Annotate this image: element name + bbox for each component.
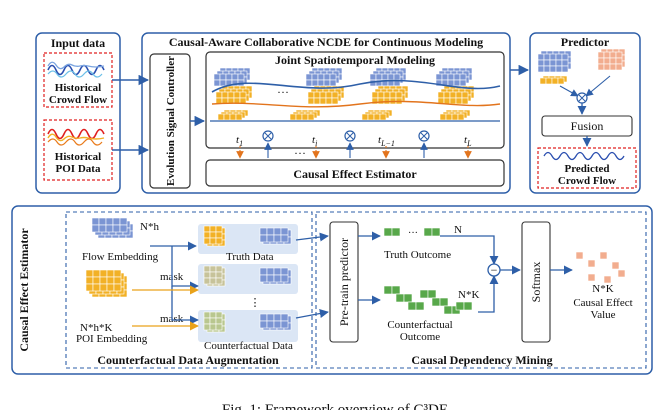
- effect-value-cell-5: [587, 273, 596, 282]
- pretrain-box: [329, 221, 359, 343]
- estimator-side-title: Causal Effect Estimator: [17, 228, 31, 352]
- cf-data-poi-1: [203, 265, 226, 287]
- poi-embedding-label: POI Embedding: [76, 333, 148, 345]
- effect-value-cell-2: [587, 259, 596, 268]
- vdots-label: ⋮: [250, 297, 261, 309]
- predicted-flow-box: [537, 147, 637, 189]
- nk-label: N*K: [458, 289, 479, 301]
- flow-embedding-block: [91, 217, 134, 239]
- cf-outcome-cell-7: [455, 301, 473, 311]
- truth-data-flow: [259, 227, 292, 245]
- flow-label-2: Crowd Flow: [49, 94, 107, 106]
- minus-sign: −: [491, 263, 498, 277]
- softmax-label: Softmax: [529, 262, 543, 303]
- spatial-curve: [211, 79, 501, 93]
- value-label-2: Value: [590, 309, 615, 321]
- cf-data-flow-1: [259, 267, 292, 285]
- predictor-weight-block: [597, 48, 626, 71]
- time-label-1: t1: [236, 134, 243, 148]
- nh-label: N*h: [140, 221, 159, 233]
- value-nk-label: N*K: [592, 283, 613, 295]
- fusion-label: Fusion: [571, 119, 604, 133]
- cf-outcome-cell-4: [419, 289, 437, 299]
- estimator-label: Causal Effect Estimator: [293, 167, 417, 181]
- predicted-label-1: Predicted: [564, 163, 609, 175]
- temporal-block-4: [437, 85, 475, 105]
- truth-data-poi: [203, 225, 226, 247]
- time-label-2: ti: [312, 134, 317, 148]
- effect-value-cell-7: [617, 269, 626, 278]
- n-label: N: [454, 224, 462, 236]
- predicted-label-2: Crowd Flow: [558, 175, 616, 187]
- estimator-detail-panel: Causal Effect Estimator N*h Flow Embeddi…: [11, 205, 653, 375]
- softmax-box: [521, 221, 551, 343]
- figure-caption: Fig. 1: Framework overview of C³DE: [222, 402, 448, 410]
- cf-data-flow-2: [259, 313, 292, 331]
- joint-modeling-box: [205, 51, 505, 149]
- effect-value-cell-4: [611, 261, 620, 270]
- poi-embedding-block: [85, 269, 128, 298]
- state-block-2: [289, 109, 321, 121]
- temporal-block-2: [307, 85, 345, 105]
- predictor-panel: Predictor Fusion Predicted Crowd Flow: [529, 32, 641, 194]
- estimator-box: [205, 159, 505, 187]
- ellipsis-mid: ···: [294, 146, 306, 160]
- input-data-title: Input data: [51, 36, 105, 50]
- ncde-panel: Causal-Aware Collaborative NCDE for Cont…: [141, 32, 511, 194]
- joint-modeling-title: Joint Spatiotemporal Modeling: [275, 53, 435, 67]
- augmentation-title: Counterfactual Data Augmentation: [97, 353, 279, 367]
- controller-label: Evolution Signal Controller: [165, 56, 177, 186]
- flow-label-1: Historical: [55, 82, 101, 94]
- cf-outcome-cell-5: [431, 297, 449, 307]
- state-block-3: [361, 109, 393, 121]
- mining-region: [315, 211, 647, 369]
- cf-outcome-cell-2: [395, 293, 413, 303]
- spatial-block-4: [435, 67, 473, 87]
- predictor-flow-block: [537, 50, 572, 73]
- truth-outcome-block-b: [423, 227, 441, 237]
- temporal-block-1: [215, 85, 253, 105]
- truth-data-label: Truth Data: [226, 251, 274, 263]
- historical-crowd-flow-box: Historical Crowd Flow: [43, 52, 113, 108]
- poi-label-2: POI Data: [56, 163, 101, 175]
- effect-value-cell-6: [603, 275, 612, 284]
- cf-data-poi-2: [203, 311, 226, 333]
- input-data-panel: Input data Historical Crowd Flow Histori…: [35, 32, 121, 194]
- svg-text:···: ···: [408, 228, 418, 239]
- spatial-block-2: [305, 67, 343, 87]
- flow-embedding-label: Flow Embedding: [82, 251, 159, 263]
- counterfactual-outcome-1: Counterfactual: [387, 319, 452, 331]
- cf-outcome-cell-3: [407, 301, 425, 311]
- predictor-poi-block: [539, 75, 568, 85]
- historical-poi-box: Historical POI Data: [43, 119, 113, 181]
- augmentation-region: [65, 211, 313, 369]
- ncde-title: Causal-Aware Collaborative NCDE for Cont…: [169, 35, 483, 49]
- truth-outcome-label: Truth Outcome: [384, 249, 451, 261]
- counterfactual-data-label: Counterfactual Data: [204, 340, 293, 352]
- predictor-title: Predictor: [561, 35, 610, 49]
- time-label-3: tL−1: [378, 134, 395, 148]
- pretrain-label: Pre-train predictor: [337, 238, 351, 326]
- state-block-4: [439, 109, 471, 121]
- mining-title: Causal Dependency Mining: [411, 353, 552, 367]
- truth-outcome-block-a: [383, 227, 401, 237]
- value-label-1: Causal Effect: [573, 297, 632, 309]
- spatial-block-3: [369, 67, 407, 87]
- effect-value-cell-1: [575, 251, 584, 260]
- temporal-curve: [211, 100, 501, 108]
- poi-label-1: Historical: [55, 151, 101, 163]
- nhk-label: N*h*K: [80, 322, 112, 334]
- ellipsis-top: ···: [277, 85, 289, 99]
- cf-outcome-cell-1: [383, 285, 401, 295]
- predicted-wave-icon: [543, 151, 625, 161]
- time-label-4: tL: [464, 134, 472, 148]
- spatial-block-1: [213, 67, 251, 87]
- effect-value-cell-3: [599, 251, 608, 260]
- state-block-1: [217, 109, 249, 121]
- counterfactual-outcome-2: Outcome: [400, 331, 440, 343]
